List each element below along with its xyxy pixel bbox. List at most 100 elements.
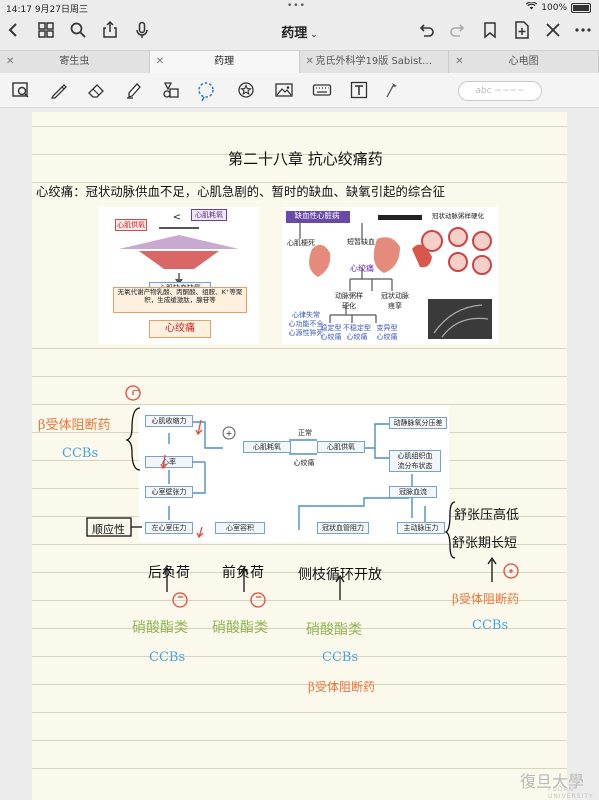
pen-icon[interactable] bbox=[49, 80, 69, 100]
grid-icon[interactable] bbox=[36, 20, 56, 40]
tab-surgery-textbook[interactable]: ✕克氏外科学19版 Sabist… bbox=[300, 51, 450, 73]
close-icon[interactable] bbox=[543, 20, 563, 40]
page-rule bbox=[32, 182, 567, 183]
chapter-title: 第二十八章 抗心绞痛药 bbox=[228, 150, 383, 168]
spasm-label: 冠状动脉痉挛 bbox=[381, 292, 409, 310]
supply-demand-graphic bbox=[119, 227, 239, 334]
diastolic-time-note: 舒张期长短 bbox=[452, 536, 518, 551]
mi-label: 心肌梗死 bbox=[287, 239, 315, 247]
shapes-icon[interactable] bbox=[161, 80, 181, 100]
page-rule bbox=[32, 348, 567, 349]
tab-close-icon[interactable]: ✕ bbox=[6, 56, 15, 67]
aortic-pressure-box: 主动脉压力 bbox=[397, 522, 445, 534]
afterload-note: 后负荷 bbox=[148, 565, 190, 581]
lasso-icon[interactable] bbox=[195, 80, 215, 102]
search-icon[interactable] bbox=[68, 20, 88, 40]
wifi-icon bbox=[526, 1, 538, 13]
ischemic-heart-disease-figure: 缺血性心脏病 冠状动脉粥样硬化 心肌梗死 短暂缺血 心绞痛 动脉粥样硬化 冠状动… bbox=[282, 207, 498, 344]
less-than-sign: < bbox=[172, 212, 182, 223]
beta-blocker-note-3: β受体阻断药 bbox=[452, 592, 519, 606]
handwriting-input-field[interactable]: abc ~~~~ bbox=[458, 81, 542, 101]
angina-definition: 心绞痛：冠状动脉供血不足，心肌急剧的、暂时的缺血、缺氧引起的综合征 bbox=[36, 185, 446, 199]
note-page[interactable]: 第二十八章 抗心绞痛药 心绞痛：冠状动脉供血不足，心肌急剧的、暂时的缺血、缺氧引… bbox=[32, 112, 567, 800]
undo-icon[interactable] bbox=[416, 20, 436, 40]
coronary-flow-box: 冠脉血流 bbox=[389, 486, 437, 498]
preload-note: 前负荷 bbox=[222, 565, 264, 581]
ihd-header: 缺血性心脏病 bbox=[294, 211, 340, 220]
document-tabs: ✕寄生虫 ✕药理 ✕克氏外科学19版 Sabist… ✕心电图 bbox=[0, 50, 599, 74]
multitask-dots[interactable]: ••• bbox=[287, 1, 306, 11]
tab-close-icon[interactable]: ✕ bbox=[455, 56, 464, 67]
minus-annotation: − bbox=[132, 384, 142, 397]
normal-label: 正常 bbox=[298, 429, 312, 437]
athero-label: 动脉粥样硬化 bbox=[335, 292, 363, 310]
compliance-note: 顺应性 bbox=[92, 523, 125, 536]
page-rule bbox=[32, 544, 567, 545]
coronary-resistance-box: 冠状血管阻力 bbox=[317, 522, 369, 534]
tab-pharmacology[interactable]: ✕药理 bbox=[149, 51, 300, 73]
page-rule bbox=[32, 768, 567, 769]
atherosclerosis-title: 冠状动脉粥样硬化 bbox=[432, 212, 484, 220]
supply-box: 心肌供氧 bbox=[317, 441, 365, 453]
status-time: 14:17 9月27日周三 bbox=[6, 5, 88, 15]
status-bar: 14:17 9月27日周三 ••• 100% bbox=[0, 0, 599, 15]
ink-strokes bbox=[86, 385, 519, 608]
more-icon[interactable] bbox=[573, 20, 593, 40]
av-difference-box: 动静脉氧分压差 bbox=[389, 417, 447, 429]
text-box-icon[interactable] bbox=[349, 80, 369, 100]
oxygen-balance-diagram: 心肌收缩力 心率 心室壁张力 左心室压力 心室容积 + 心肌耗氧 正常 心绞痛 … bbox=[139, 406, 449, 542]
back-icon[interactable] bbox=[4, 20, 24, 40]
ischemic-heart-disease-graphic bbox=[286, 211, 492, 339]
page-rule bbox=[32, 126, 567, 127]
nav-bar: 药理⌄ bbox=[0, 16, 599, 46]
metabolite-box: 无氧代谢产物乳酸、丙酮酸、组胺、K⁺等聚积，生成缓激肽，腺苷等 bbox=[113, 287, 247, 313]
ccb-note-4: CCBs bbox=[472, 618, 509, 633]
mic-icon[interactable] bbox=[132, 20, 152, 40]
tab-parasite[interactable]: ✕寄生虫 bbox=[0, 51, 150, 73]
page-rule bbox=[32, 404, 567, 405]
redo-icon[interactable] bbox=[448, 20, 468, 40]
page-rule bbox=[32, 376, 567, 377]
page-rule bbox=[32, 656, 567, 657]
laser-pointer-icon[interactable] bbox=[381, 80, 401, 100]
highlighter-icon[interactable] bbox=[124, 80, 144, 100]
university-logo: 復旦大學 bbox=[520, 772, 585, 791]
contractility-box: 心肌收缩力 bbox=[145, 415, 193, 427]
document-title[interactable]: 药理⌄ bbox=[281, 26, 318, 41]
battery-icon bbox=[571, 2, 591, 13]
lv-pressure-box: 左心室压力 bbox=[145, 522, 193, 534]
nitrate-note-1: 硝酸酯类 bbox=[132, 620, 188, 636]
image-icon[interactable] bbox=[274, 80, 294, 100]
tab-close-icon[interactable]: ✕ bbox=[305, 56, 314, 67]
variant-angina: 变异型 心绞痛 bbox=[376, 324, 398, 341]
supply-label: 心肌供氧 bbox=[115, 219, 147, 231]
flow-distribution-box: 心肌组织血 流分布状态 bbox=[389, 450, 441, 472]
beta-blocker-note-2: β受体阻断药 bbox=[308, 680, 375, 694]
add-page-icon[interactable] bbox=[512, 20, 532, 40]
tab-ecg[interactable]: ✕心电图 bbox=[449, 51, 599, 73]
page-rule bbox=[32, 628, 567, 629]
tab-close-icon[interactable]: ✕ bbox=[155, 56, 165, 67]
collateral-note: 侧枝循环开放 bbox=[298, 567, 382, 583]
ccb-note-3: CCBs bbox=[322, 650, 359, 665]
mi-outcomes: 心律失常 心功能不全 心源性猝死 bbox=[288, 311, 324, 337]
university-logo-subtitle: FUDAN UNIVERSITY bbox=[548, 786, 594, 800]
eraser-icon[interactable] bbox=[86, 80, 106, 100]
page-rule bbox=[32, 712, 567, 713]
battery-percent: 100% bbox=[541, 2, 567, 13]
bookmark-icon[interactable] bbox=[480, 20, 500, 40]
zoom-window-icon[interactable] bbox=[11, 80, 31, 100]
keyboard-icon[interactable] bbox=[312, 80, 332, 100]
angina-label: 心绞痛 bbox=[350, 264, 374, 273]
ccb-note: CCBs bbox=[62, 446, 99, 461]
plus-circle-label: + bbox=[225, 429, 233, 438]
sticker-icon[interactable] bbox=[236, 80, 256, 100]
nitrate-note-2: 硝酸酯类 bbox=[212, 620, 268, 636]
angina-result-box: 心绞痛 bbox=[149, 320, 211, 338]
heart-rate-box: 心率 bbox=[145, 456, 193, 468]
page-rule bbox=[32, 572, 567, 573]
diastolic-pressure-note: 舒张压高低 bbox=[454, 508, 520, 523]
supply-demand-figure: 心肌供氧 < 心肌耗氧 心肌缺血缺氧 无氧代谢产物乳酸、丙酮酸、组胺、K⁺等聚积… bbox=[99, 207, 259, 344]
share-icon[interactable] bbox=[100, 20, 120, 40]
consumption-box: 心肌耗氧 bbox=[243, 441, 291, 453]
